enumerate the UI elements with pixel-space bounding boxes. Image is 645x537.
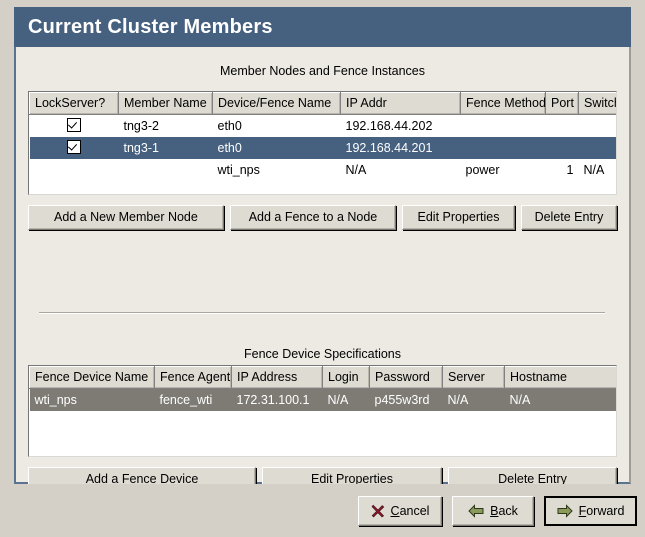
content-panel: Member Nodes and Fence Instances LockSer… <box>14 47 631 492</box>
cell-port <box>546 115 579 137</box>
col-port[interactable]: Port <box>545 92 579 115</box>
arrow-left-icon <box>468 504 484 518</box>
cell-fence-agent: fence_wti <box>154 388 232 411</box>
cell-ip-addr: N/A <box>345 162 367 177</box>
cell-password: p455w3rd <box>369 388 443 411</box>
col-ip-address[interactable]: IP Address <box>231 366 323 389</box>
cell-device-fence-name: eth0 <box>212 136 341 159</box>
cell-port <box>545 136 579 159</box>
cell-switch <box>578 136 616 159</box>
col-ip-addr[interactable]: IP Addr <box>340 92 461 115</box>
cell-fence-method <box>460 136 546 159</box>
col-fence-device-name[interactable]: Fence Device Name <box>29 366 155 389</box>
fence-table-header-row: Fence Device Name Fence Agent IP Address… <box>29 366 616 389</box>
col-member-name[interactable]: Member Name <box>118 92 213 115</box>
section-divider <box>39 312 605 314</box>
col-hostname[interactable]: Hostname <box>504 366 616 389</box>
cell-lockserver[interactable] <box>30 115 119 137</box>
cell-fence-method: power <box>465 162 500 177</box>
delete-entry-button-member[interactable]: Delete Entry <box>520 205 617 230</box>
fence-devices-table[interactable]: Fence Device Name Fence Agent IP Address… <box>28 365 617 457</box>
cell-lockserver <box>30 159 119 181</box>
cancel-button[interactable]: Cancel <box>358 496 442 526</box>
cell-hostname: N/A <box>504 388 616 411</box>
cell-fence-device-name: wti_nps <box>29 388 155 411</box>
cell-device-fence-name: eth0 <box>217 118 242 133</box>
cell-switch <box>579 115 617 137</box>
cell-ip-addr: 192.168.44.201 <box>340 136 461 159</box>
page-title: Current Cluster Members <box>28 15 273 38</box>
cancel-x-icon <box>371 504 385 518</box>
col-switch[interactable]: Switch <box>578 92 616 115</box>
forward-button-label: Forward <box>579 504 625 518</box>
table-row[interactable]: tng3-2 eth0 192.168.44.202 <box>30 115 617 137</box>
member-section-buttons: Add a New Member Node Add a Fence to a N… <box>28 205 617 230</box>
member-nodes-table[interactable]: LockServer? Member Name Device/Fence Nam… <box>28 91 617 195</box>
arrow-right-icon <box>557 504 573 518</box>
lockserver-checkbox[interactable] <box>67 118 81 133</box>
cancel-label-rest: ancel <box>399 504 430 518</box>
table-row[interactable]: tng3-1 eth0 192.168.44.201 <box>29 136 616 159</box>
back-button-label: Back <box>490 504 518 518</box>
back-label-rest: ack <box>498 504 518 518</box>
add-fence-to-node-button[interactable]: Add a Fence to a Node <box>229 205 397 230</box>
forward-mnemonic: F <box>578 504 587 518</box>
col-fence-method[interactable]: Fence Method <box>460 92 546 115</box>
forward-label-rest: orward <box>586 504 625 518</box>
col-fence-agent[interactable]: Fence Agent <box>154 366 232 389</box>
cancel-mnemonic: C <box>390 504 400 518</box>
member-section-title: Member Nodes and Fence Instances <box>220 64 425 78</box>
add-new-member-node-button[interactable]: Add a New Member Node <box>28 205 224 230</box>
col-server[interactable]: Server <box>442 366 505 389</box>
cell-device-fence-name: wti_nps <box>217 162 260 177</box>
back-mnemonic: B <box>490 504 499 518</box>
table-row[interactable]: wti_nps fence_wti 172.31.100.1 N/A p455w… <box>29 388 616 411</box>
cancel-button-label: Cancel <box>391 504 430 518</box>
member-table-header-row: LockServer? Member Name Device/Fence Nam… <box>29 92 616 115</box>
col-lockserver[interactable]: LockServer? <box>29 92 119 115</box>
back-button[interactable]: Back <box>452 496 534 526</box>
forward-button[interactable]: Forward <box>544 496 637 526</box>
cell-member-name: tng3-2 <box>123 118 159 133</box>
cell-fence-method <box>461 115 546 137</box>
lockserver-checkbox[interactable] <box>67 140 81 154</box>
cell-ip-address: 172.31.100.1 <box>231 388 323 411</box>
dialog-titlebar: Current Cluster Members <box>14 7 631 47</box>
cell-member-name <box>119 159 213 181</box>
table-row[interactable]: wti_nps N/A power 1 N/A <box>30 159 617 181</box>
cell-server: N/A <box>442 388 505 411</box>
cell-lockserver[interactable] <box>29 136 119 159</box>
cell-ip-addr: 192.168.44.202 <box>345 118 433 133</box>
cell-port: 1 <box>566 162 574 177</box>
cell-login: N/A <box>322 388 370 411</box>
col-password[interactable]: Password <box>369 366 443 389</box>
col-login[interactable]: Login <box>322 366 370 389</box>
edit-properties-button-member[interactable]: Edit Properties <box>402 205 515 230</box>
cell-switch: N/A <box>583 162 605 177</box>
cell-member-name: tng3-1 <box>118 136 213 159</box>
dialog-action-bar: Cancel Back Forward <box>0 484 645 537</box>
fence-section-title: Fence Device Specifications <box>243 347 402 361</box>
col-device-fence-name[interactable]: Device/Fence Name <box>212 92 341 115</box>
